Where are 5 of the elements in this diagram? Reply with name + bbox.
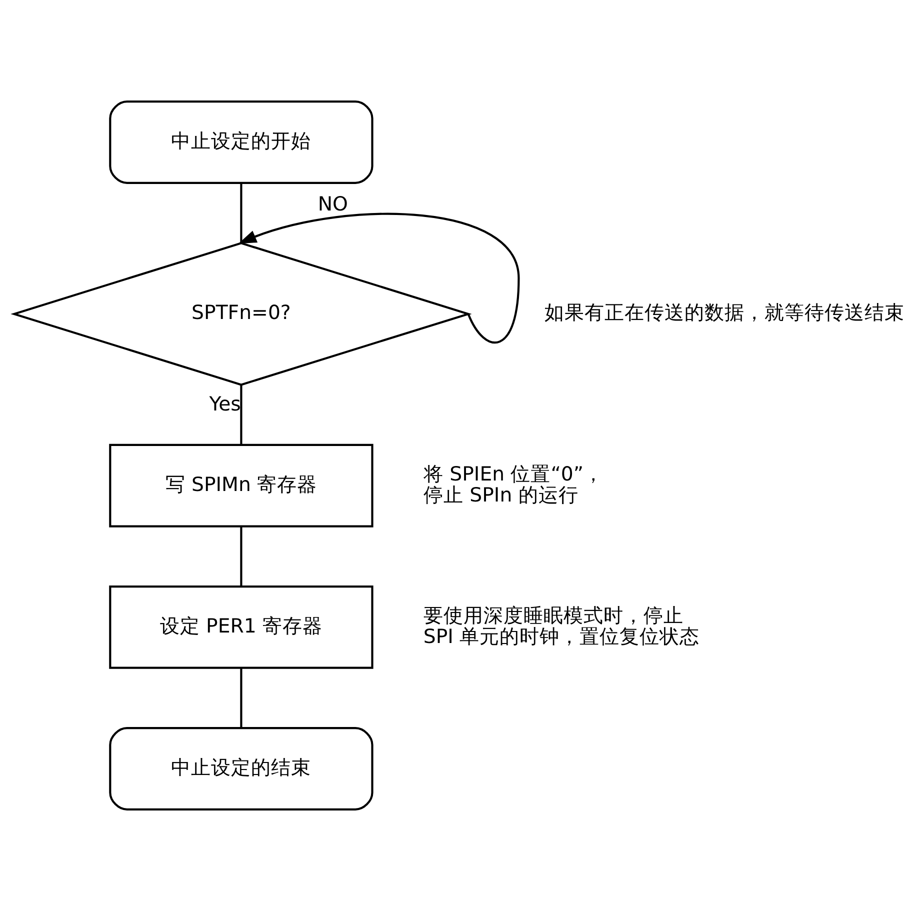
edge-label: NO <box>318 192 348 216</box>
node-label: 将 SPIEn 位置“0”，停止 SPIn 的运行 <box>423 462 604 506</box>
node-label: 要使用深度睡眠模式时，停止 SPI 单元的时钟，置位复位状态 <box>423 604 700 648</box>
edge-label: Yes <box>209 392 241 416</box>
node-label: 如果有正在传送的数据，就等待传送结束 <box>544 301 905 324</box>
